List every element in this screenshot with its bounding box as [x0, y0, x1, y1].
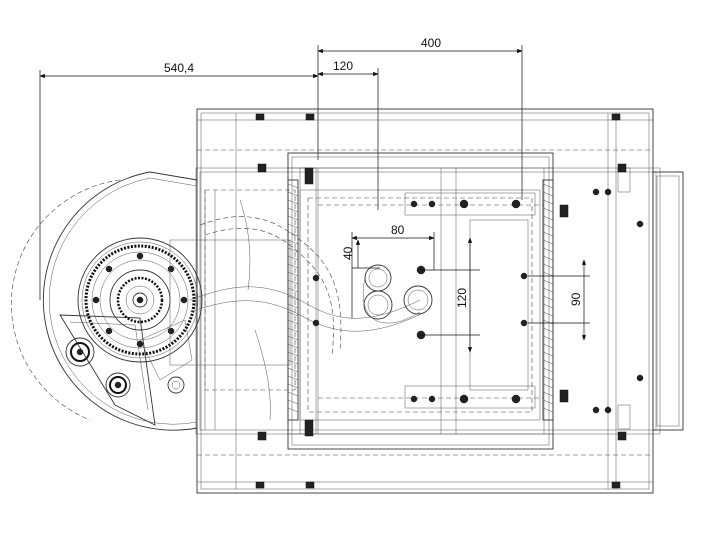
pulley-lower	[65, 337, 95, 367]
hatched-rails	[287, 167, 554, 435]
dimension-group-top: 540,4 120 400	[39, 36, 523, 300]
turntable-assembly	[11, 171, 296, 431]
dim-label-40: 40	[341, 246, 355, 260]
right-rail	[617, 167, 684, 431]
dimension-group-inner: 80 40 120 90	[341, 223, 590, 353]
large-gear	[77, 237, 203, 363]
dim-label-80: 80	[391, 223, 405, 237]
central-rollers	[362, 264, 433, 324]
dim-label-400: 400	[421, 36, 441, 50]
dim-label-90: 90	[569, 292, 583, 306]
pulley-bottom	[105, 372, 131, 398]
dim-label-540: 540,4	[164, 61, 194, 75]
fasteners	[255, 113, 644, 489]
dim-label-120-top: 120	[333, 59, 353, 73]
inner-plate	[287, 152, 554, 450]
dim-label-120-side: 120	[455, 288, 469, 308]
linkage-arm	[189, 199, 426, 421]
